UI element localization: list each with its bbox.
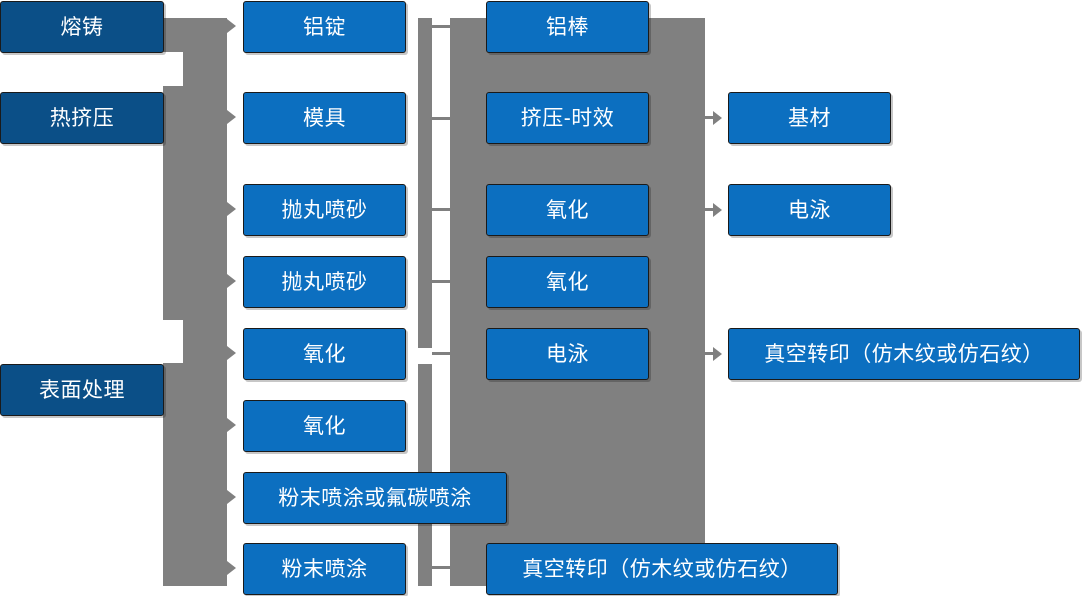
node-label: 抛丸喷砂: [281, 270, 368, 294]
rung-to-process-oxidation-1: [432, 208, 452, 211]
node-label: 表面处理: [39, 378, 125, 402]
node-label: 铝锭: [303, 15, 346, 39]
node-label: 真空转印（仿木纹或仿石纹）: [764, 342, 1044, 366]
arrow-stem-to-substrate: [705, 116, 715, 119]
arrow-stem-to-electrophoresis-output: [705, 208, 715, 211]
node-vacuum-transfer-process[interactable]: 真空转印（仿木纹或仿石纹）: [486, 543, 838, 595]
node-vacuum-transfer-output[interactable]: 真空转印（仿木纹或仿石纹）: [728, 328, 1080, 380]
node-label: 电泳: [546, 342, 589, 366]
connector-spine-material-to-process: [418, 18, 432, 348]
arrow-to-shotblast-2: [227, 274, 236, 288]
arrow-to-oxidation-1: [227, 346, 236, 360]
node-label: 氧化: [303, 414, 346, 438]
node-surface-treatment[interactable]: 表面处理: [0, 364, 164, 416]
rung-to-extrusion-aging: [432, 117, 452, 120]
node-label: 熔铸: [60, 15, 104, 39]
node-label: 真空转印（仿木纹或仿石纹）: [522, 557, 802, 581]
rung-to-aluminum-bar: [432, 25, 452, 28]
node-label: 电泳: [788, 198, 831, 222]
node-mold[interactable]: 模具: [243, 92, 406, 144]
node-label: 粉末喷涂或氟碳喷涂: [278, 486, 472, 510]
arrow-to-electrophoresis-output: [713, 203, 722, 217]
spine-notch-lower: [163, 320, 183, 364]
arrow-to-substrate: [713, 111, 722, 125]
node-label: 氧化: [546, 270, 589, 294]
node-oxidation-m1[interactable]: 氧化: [243, 328, 406, 380]
node-label: 氧化: [546, 198, 589, 222]
arrow-stem-to-vacuum-transfer-output: [705, 352, 715, 355]
rung-to-process-oxidation-2: [432, 280, 452, 283]
spine-notch-upper: [163, 52, 183, 86]
node-label: 铝棒: [546, 15, 589, 39]
node-electrophoresis-output[interactable]: 电泳: [728, 184, 891, 236]
node-melting-casting[interactable]: 熔铸: [0, 1, 164, 53]
arrow-to-powder-or-fluorocarbon: [227, 490, 236, 504]
node-label: 粉末喷涂: [281, 557, 368, 581]
node-aluminum-ingot[interactable]: 铝锭: [243, 1, 406, 53]
node-oxidation-m2[interactable]: 氧化: [243, 400, 406, 452]
node-label: 模具: [303, 106, 346, 130]
rung-to-vacuum-transfer: [432, 566, 452, 569]
node-label: 挤压-时效: [520, 106, 615, 130]
node-powder-or-fluorocarbon-coating[interactable]: 粉末喷涂或氟碳喷涂: [243, 472, 507, 524]
node-label: 基材: [788, 106, 831, 130]
node-oxidation-p1[interactable]: 氧化: [486, 184, 649, 236]
node-oxidation-p2[interactable]: 氧化: [486, 256, 649, 308]
node-label: 氧化: [303, 342, 346, 366]
arrow-to-shotblast-1: [227, 202, 236, 216]
node-extrusion-aging[interactable]: 挤压-时效: [486, 92, 649, 144]
connector-spine-stage-to-material: [163, 18, 227, 586]
node-hot-extrusion[interactable]: 热挤压: [0, 92, 164, 144]
node-substrate[interactable]: 基材: [728, 92, 891, 144]
rung-to-process-electrophoresis: [432, 352, 452, 355]
node-aluminum-bar[interactable]: 铝棒: [486, 1, 649, 53]
arrow-to-oxidation-2: [227, 418, 236, 432]
arrow-to-mold: [227, 110, 236, 124]
arrow-to-aluminum-ingot: [227, 19, 236, 33]
node-electrophoresis-process[interactable]: 电泳: [486, 328, 649, 380]
node-label: 热挤压: [49, 106, 115, 130]
arrow-to-vacuum-transfer-output: [713, 347, 722, 361]
node-shotblast-sandblast-2[interactable]: 抛丸喷砂: [243, 256, 406, 308]
arrow-to-powder-coating: [227, 561, 236, 575]
node-label: 抛丸喷砂: [281, 198, 368, 222]
node-powder-coating[interactable]: 粉末喷涂: [243, 543, 406, 595]
node-shotblast-sandblast-1[interactable]: 抛丸喷砂: [243, 184, 406, 236]
surface-treatment-link: [163, 363, 185, 365]
